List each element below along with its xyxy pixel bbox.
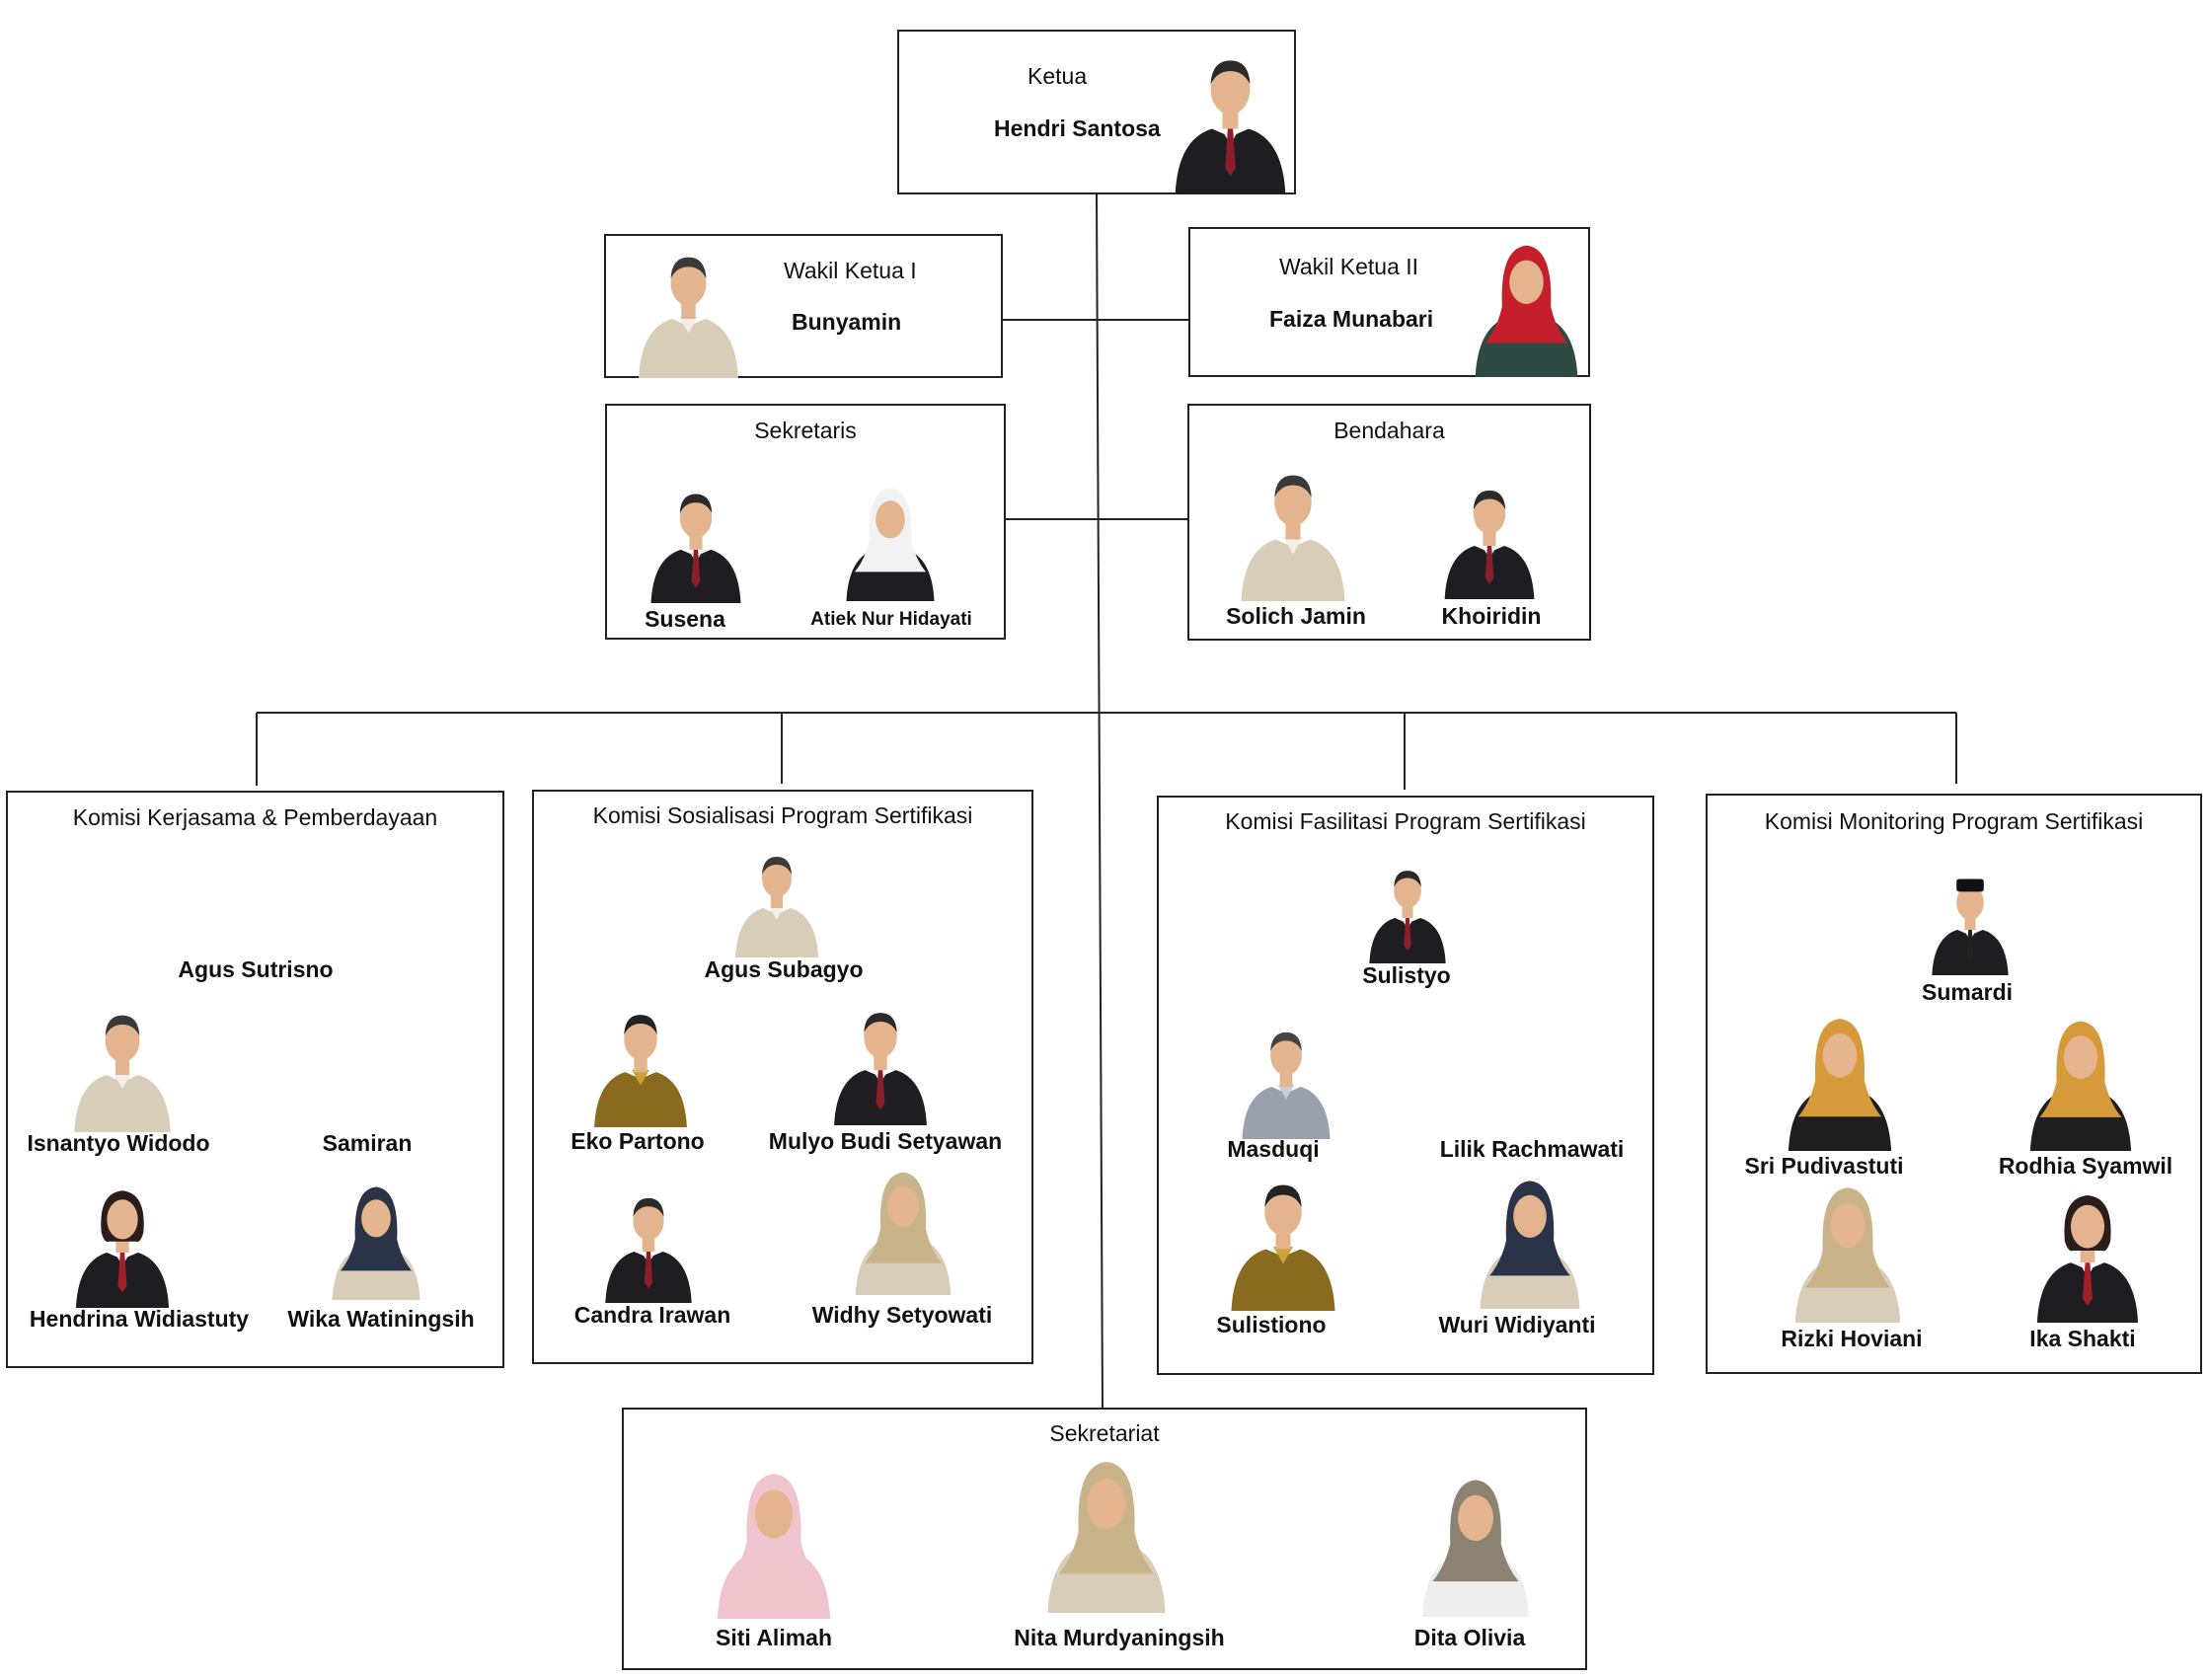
agus-sutrisno-name: Agus Sutrisno	[178, 956, 334, 982]
agus-subagyo-portrait	[727, 835, 826, 957]
ketua-role: Ketua	[1028, 63, 1088, 89]
eko-portrait	[585, 995, 696, 1127]
lilik-name: Lilik Rachmawati	[1439, 1136, 1625, 1162]
rodhia-name: Rodhia Syamwil	[1998, 1153, 2173, 1179]
bendahara-title: Bendahara	[1333, 418, 1445, 443]
candra-portrait	[597, 1159, 700, 1303]
eko-name: Eko Partono	[571, 1128, 705, 1154]
siti-name: Siti Alimah	[716, 1625, 832, 1650]
solich-portrait	[1229, 453, 1357, 601]
hendrina-portrait	[67, 1170, 178, 1308]
sulistyo-name: Sulistyo	[1362, 962, 1451, 988]
sumardi-name: Sumardi	[1921, 979, 2014, 1005]
nita-portrait	[1034, 1445, 1179, 1613]
masduqi-portrait	[1234, 991, 1338, 1139]
komisi-monitoring-title: Komisi Monitoring Program Sertifikasi	[1764, 808, 2144, 834]
wakil-ketua-2-name: Faiza Munabari	[1269, 306, 1434, 332]
bendahara-box: Bendahara Solich Jamin Khoiridin	[1187, 404, 1591, 641]
widhy-portrait	[840, 1159, 966, 1295]
masduqi-name: Masduqi	[1227, 1136, 1320, 1162]
ketua-name: Hendri Santosa	[994, 115, 1161, 141]
solich-name: Solich Jamin	[1226, 603, 1366, 629]
agus-subagyo-name: Agus Subagyo	[704, 956, 864, 982]
candra-name: Candra Irawan	[573, 1302, 731, 1328]
isnantyo-portrait	[65, 988, 180, 1132]
samiran-name: Samiran	[322, 1130, 413, 1156]
susena-portrait	[625, 475, 767, 603]
nita-name: Nita Murdyaningsih	[1014, 1625, 1225, 1650]
rizki-portrait	[1779, 1173, 1917, 1323]
komisi-sosialisasi-box: Komisi Sosialisasi Program Sertifikasi A…	[532, 790, 1033, 1364]
rodhia-portrait	[2014, 1007, 2148, 1151]
mulyo-portrait	[808, 993, 952, 1125]
sulistyo-portrait	[1362, 835, 1453, 963]
sri-name: Sri Pudivastuti	[1744, 1153, 1904, 1179]
sulistiono-portrait	[1212, 1163, 1354, 1311]
komisi-fasilitasi-box: Komisi Fasilitasi Program Sertifikasi Su…	[1157, 796, 1654, 1375]
wakil-ketua-2-box: Wakil Ketua II Faiza Munabari	[1188, 227, 1590, 377]
komisi-fasilitasi-title: Komisi Fasilitasi Program Sertifikasi	[1225, 808, 1586, 834]
rizki-name: Rizki Hoviani	[1781, 1326, 1923, 1351]
wakil-ketua-1-portrait	[622, 236, 755, 378]
wakil-ketua-1-name: Bunyamin	[792, 309, 902, 335]
sulistiono-name: Sulistiono	[1216, 1312, 1327, 1337]
widhy-name: Widhy Setyowati	[811, 1302, 993, 1328]
sumardi-portrait	[1925, 845, 2016, 975]
dita-name: Dita Olivia	[1413, 1625, 1526, 1650]
wika-name: Wika Watiningsih	[287, 1306, 475, 1332]
sri-portrait	[1779, 997, 1901, 1151]
wuri-portrait	[1465, 1167, 1595, 1309]
atiek-portrait	[838, 473, 943, 601]
wakil-ketua-2-portrait	[1463, 231, 1590, 377]
trunk-line	[1096, 192, 1104, 1410]
dita-portrait	[1409, 1465, 1542, 1617]
wakil-ketua-2-role: Wakil Ketua II	[1279, 254, 1419, 279]
ketua-portrait	[1165, 32, 1296, 194]
sekretariat-title: Sekretariat	[1049, 1420, 1160, 1446]
sekretaris-title: Sekretaris	[754, 418, 857, 443]
komisi-kerjasama-title: Komisi Kerjasama & Pemberdayaan	[72, 804, 438, 830]
wuri-name: Wuri Widiyanti	[1438, 1312, 1596, 1337]
ika-portrait	[2006, 1179, 2170, 1323]
komisi-monitoring-box: Komisi Monitoring Program Sertifikasi Su…	[1706, 794, 2202, 1374]
wakil-ketua-1-box: Wakil Ketua I Bunyamin	[604, 234, 1003, 378]
ika-name: Ika Shakti	[2029, 1326, 2136, 1351]
ketua-box: Ketua Hendri Santosa	[897, 30, 1296, 194]
atiek-name: Atiek Nur Hidayati	[810, 609, 972, 630]
khoiridin-portrait	[1436, 451, 1543, 599]
wakil-ketua-1-role: Wakil Ketua I	[784, 258, 917, 283]
hendrina-name: Hendrina Widiastuty	[29, 1306, 250, 1332]
susena-name: Susena	[645, 606, 725, 632]
komisi-sosialisasi-title: Komisi Sosialisasi Program Sertifikasi	[592, 802, 973, 828]
komisi-kerjasama-box: Komisi Kerjasama & Pemberdayaan Agus Sut…	[6, 791, 504, 1368]
sekretaris-box: Sekretaris Susena Atiek Nur Hidayati	[605, 404, 1006, 640]
siti-portrait	[707, 1457, 841, 1619]
isnantyo-name: Isnantyo Widodo	[27, 1130, 210, 1156]
sekretariat-box: Sekretariat Siti Alimah Nita Murdyanings…	[622, 1408, 1587, 1670]
wika-portrait	[324, 1168, 428, 1300]
mulyo-name: Mulyo Budi Setyawan	[768, 1128, 1003, 1154]
khoiridin-name: Khoiridin	[1441, 603, 1542, 629]
